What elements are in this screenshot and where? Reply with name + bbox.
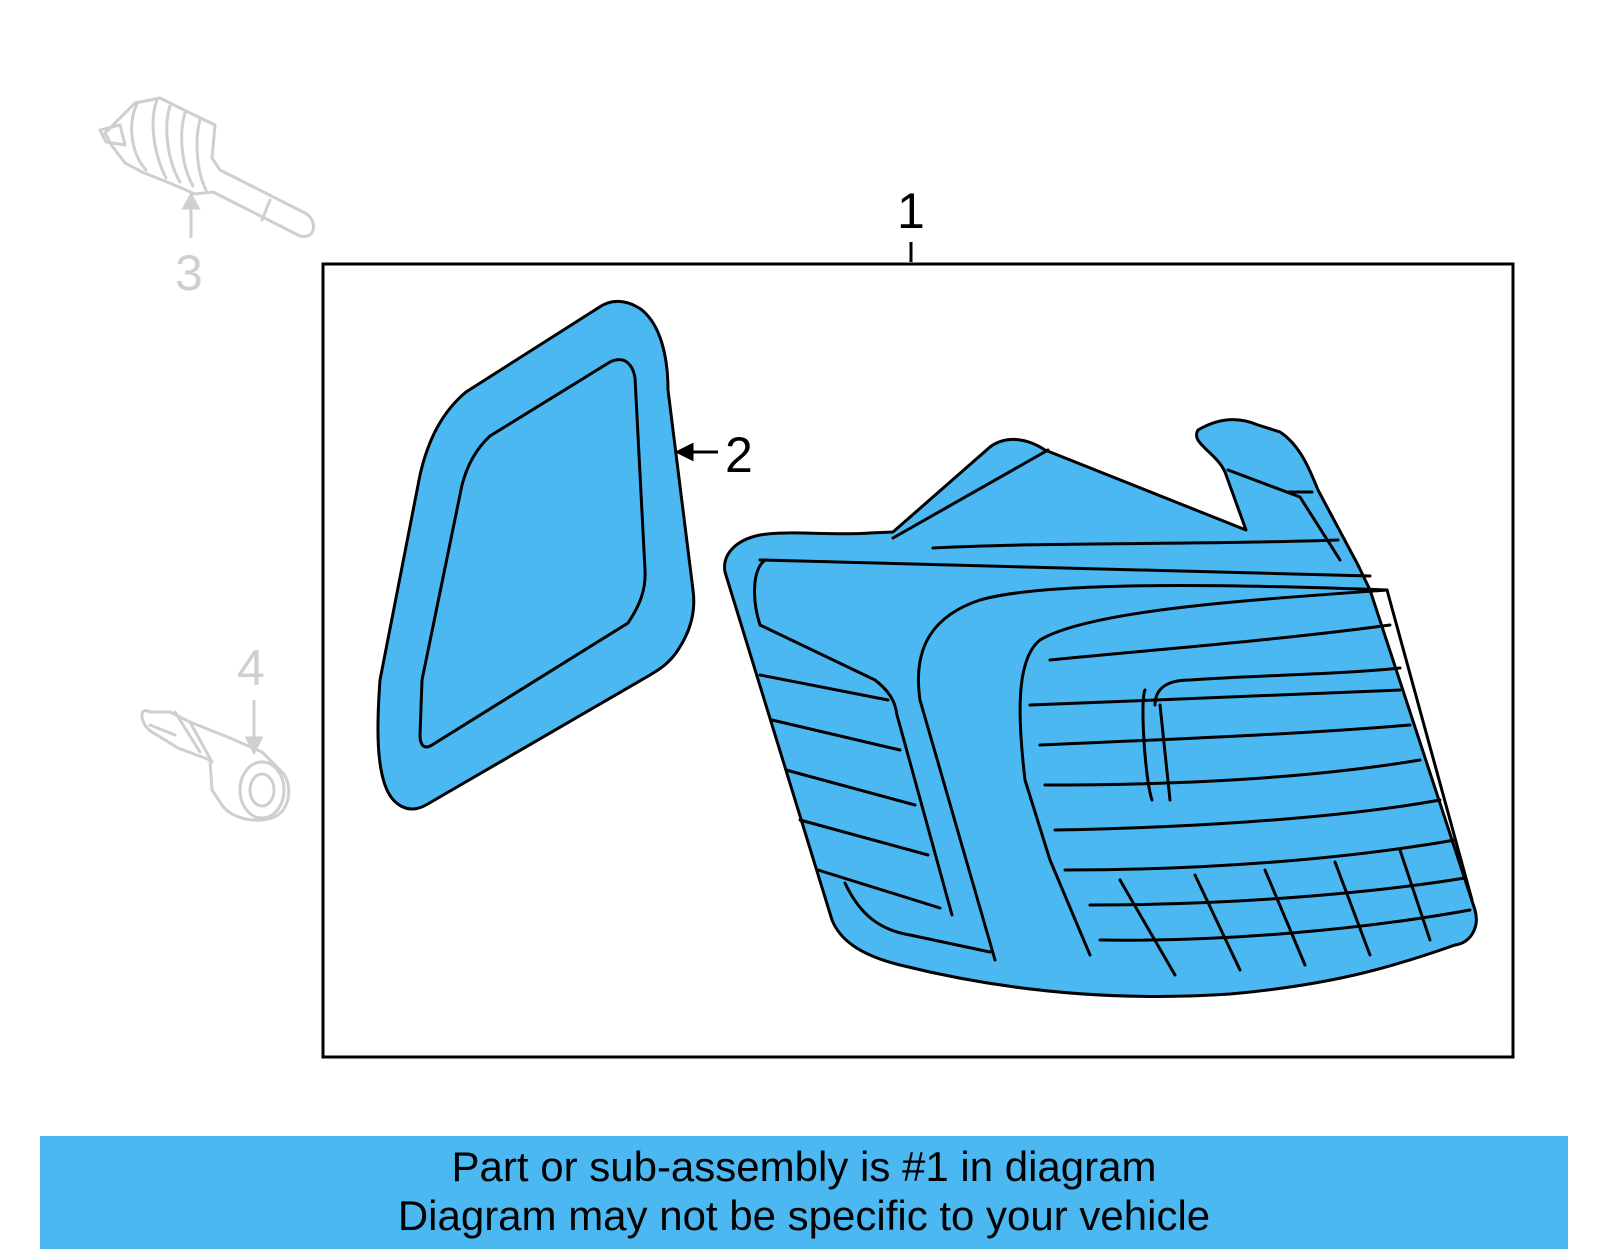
banner-line-1: Part or sub-assembly is #1 in diagram (451, 1143, 1157, 1190)
arrow-4-icon (244, 700, 264, 756)
callout-1: 1 (897, 183, 925, 239)
callout-4: 4 (237, 640, 265, 696)
bulb-icon (140, 709, 291, 822)
tail-lamp-gasket-icon (376, 300, 696, 811)
callout-2: 2 (725, 427, 753, 483)
arrow-3-icon (181, 191, 201, 238)
arrow-2-icon (674, 442, 718, 462)
disclaimer-banner: Part or sub-assembly is #1 in diagram Di… (40, 1136, 1568, 1249)
tail-lamp-assembly-icon (723, 418, 1478, 998)
banner-line-2: Diagram may not be specific to your vehi… (397, 1192, 1211, 1239)
bulb-socket-icon (98, 96, 315, 238)
callout-3: 3 (175, 245, 203, 301)
